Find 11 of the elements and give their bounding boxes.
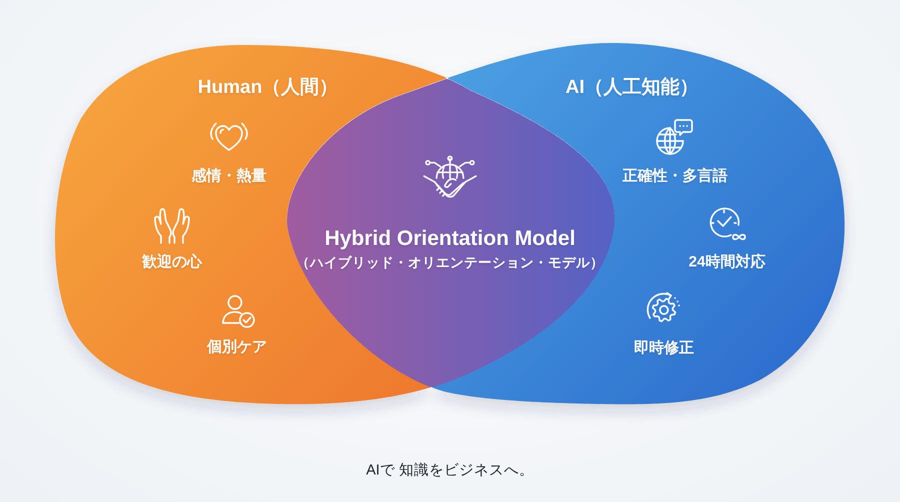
feature-label: 歓迎の心 xyxy=(142,253,202,271)
model-title: Hybrid Orientation Model xyxy=(324,226,576,252)
tagline: AIで 知識をビジネスへ。 xyxy=(366,462,534,480)
group-heading: AI（人工知能） xyxy=(565,77,698,99)
feature-label: 感情・熱量 xyxy=(191,167,266,185)
model-subtitle: （ハイブリッド・オリエンテーション・モデル） xyxy=(296,255,604,271)
feature-label: 正確性・多言語 xyxy=(622,167,728,185)
feature-label: 個別ケア xyxy=(206,338,267,356)
feature-label: 24時間対応 xyxy=(688,253,766,271)
feature-label: 即時修正 xyxy=(634,339,694,357)
group-heading: Human（人間） xyxy=(198,77,338,99)
